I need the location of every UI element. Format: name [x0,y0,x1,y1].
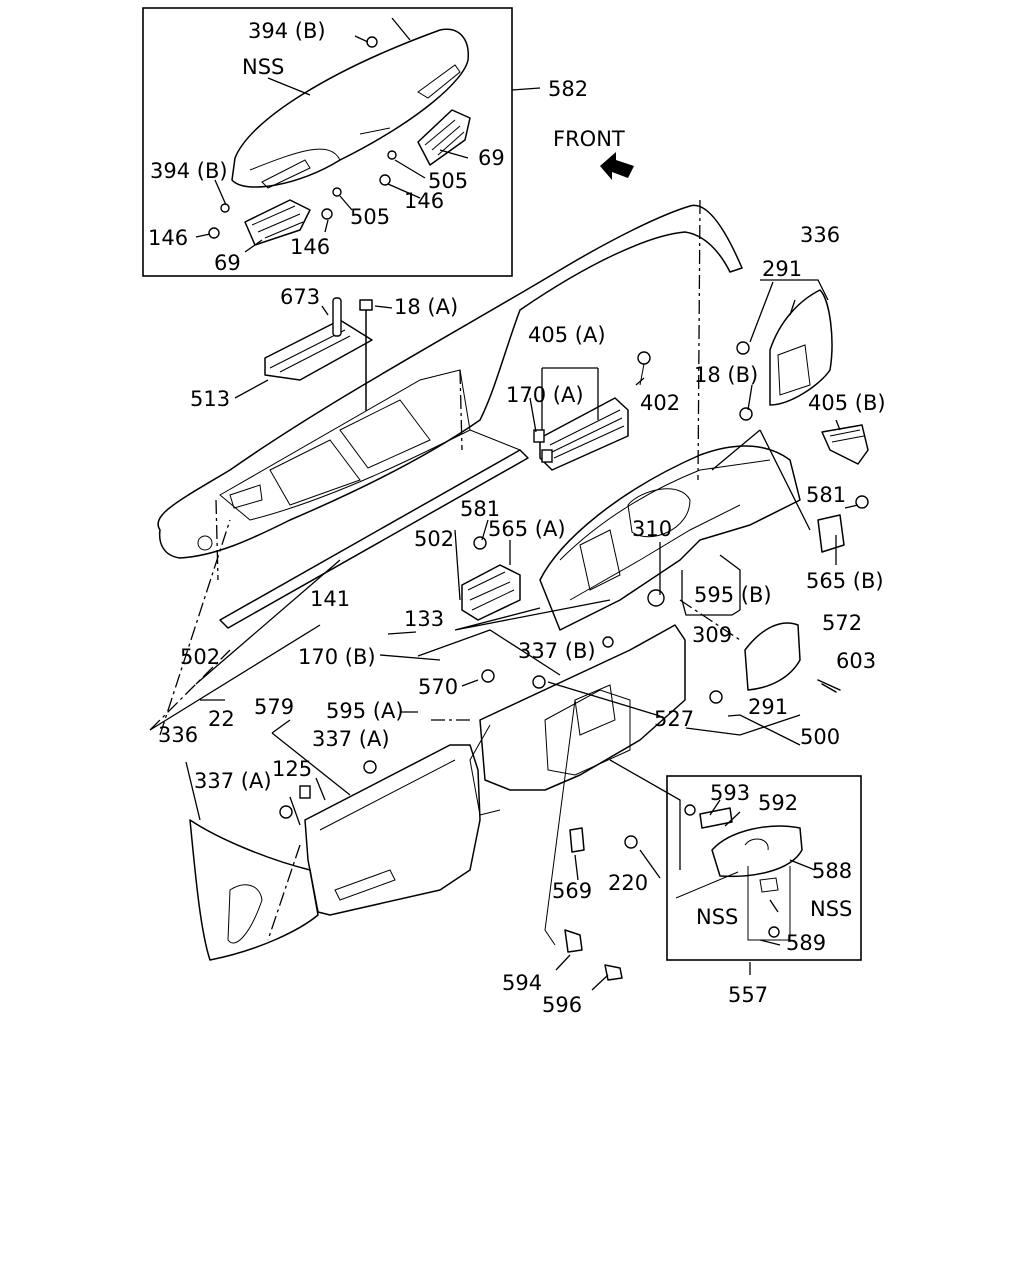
label-405a: 405 (A) [528,323,606,347]
label-589: 589 [786,931,826,955]
label-595a: 595 (A) [326,699,404,723]
label-595b: 595 (B) [694,583,772,607]
label-337b: 337 (B) [518,639,596,663]
label-505-b: 505 [350,205,390,229]
label-170a: 170 (A) [506,383,584,407]
label-394b-top: 394 (B) [248,19,326,43]
label-505-a: 505 [428,169,468,193]
label-337a-b: 337 (A) [194,769,272,793]
label-310: 310 [632,517,672,541]
vent-405a [533,351,651,471]
front-arrow: FRONT [553,127,634,180]
label-405b: 405 (B) [808,391,886,415]
lower-panel-500 [469,624,686,816]
label-146-c: 146 [290,235,330,259]
label-593: 593 [710,781,750,805]
callout-labels: 394 (B) NSS 582 394 (B) 69 505 146 505 1… [148,19,886,1017]
inset-box-582 [142,7,541,277]
label-582: 582 [548,77,588,101]
label-527: 527 [654,707,694,731]
label-588: 588 [812,859,852,883]
switch-565b [817,424,869,553]
side-panel-336-left [189,819,319,961]
label-170b: 170 (B) [298,645,376,669]
cover-572 [709,622,841,704]
label-502-a: 502 [414,527,454,551]
label-69-left: 69 [214,251,241,275]
label-336-top-right: 336 [800,223,840,247]
label-nss-top: NSS [242,55,284,79]
label-336-bottom-left: 336 [158,723,198,747]
label-291-bottom: 291 [748,695,788,719]
label-18a: 18 (A) [394,295,458,319]
label-513: 513 [190,387,230,411]
label-133: 133 [404,607,444,631]
label-500: 500 [800,725,840,749]
cluster-frame-310 [539,445,801,631]
label-572: 572 [822,611,862,635]
front-label: FRONT [553,127,625,151]
label-557: 557 [728,983,768,1007]
front-arrow-icon [600,152,634,180]
label-565b: 565 (B) [806,569,884,593]
leader-lines [149,279,859,991]
label-141: 141 [310,587,350,611]
label-581-left: 581 [460,497,500,521]
label-565a: 565 (A) [488,517,566,541]
label-502-b: 502 [180,645,220,669]
bracket-513 [264,297,373,411]
label-402: 402 [640,391,680,415]
label-603: 603 [836,649,876,673]
inset-box-557 [624,775,862,961]
label-146-b: 146 [148,226,188,250]
label-18b: 18 (B) [694,363,758,387]
label-220: 220 [608,871,648,895]
label-309: 309 [692,623,732,647]
label-596: 596 [542,993,582,1017]
label-579: 579 [254,695,294,719]
dash-upper-panel [157,204,743,629]
label-337a-a: 337 (A) [312,727,390,751]
label-394b-mid: 394 (B) [150,159,228,183]
label-nss-bottom-2: NSS [810,897,852,921]
label-nss-bottom-1: NSS [696,905,738,929]
phantom-lines [149,199,741,736]
label-581-right: 581 [806,483,846,507]
label-592: 592 [758,791,798,815]
label-291-top-right: 291 [762,257,802,281]
label-570: 570 [418,675,458,699]
label-569: 569 [552,879,592,903]
label-22: 22 [208,707,235,731]
switch-565a [461,536,521,621]
label-673: 673 [280,285,320,309]
label-594: 594 [502,971,542,995]
label-69-right: 69 [478,146,505,170]
label-146-a: 146 [404,189,444,213]
bracket-569-594 [544,699,623,981]
label-125: 125 [272,757,312,781]
